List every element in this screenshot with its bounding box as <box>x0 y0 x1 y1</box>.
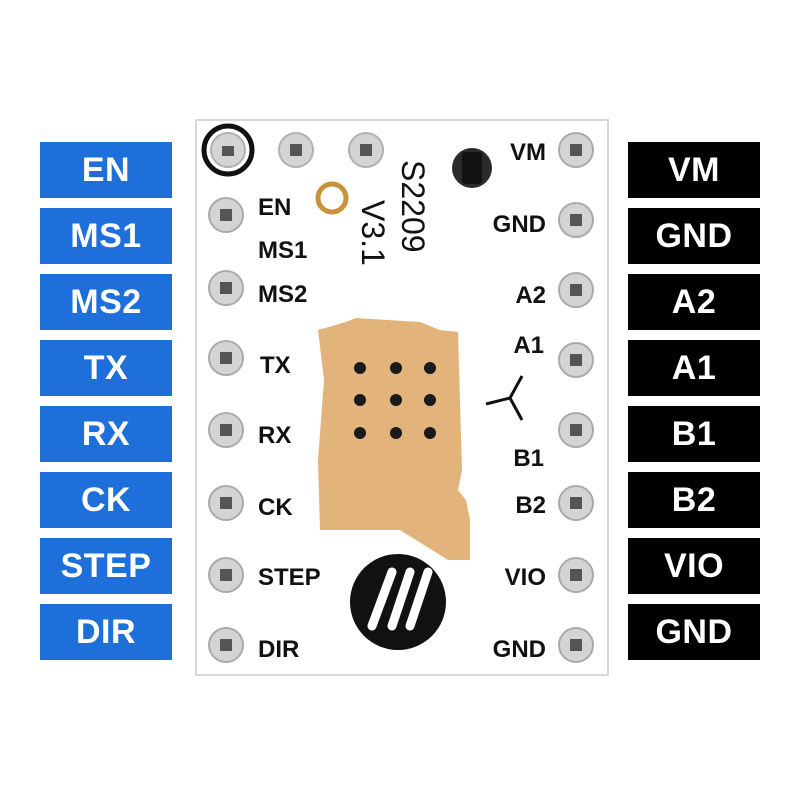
silk-left-tx: TX <box>260 352 291 379</box>
mount-via <box>315 181 349 215</box>
thermal-pad <box>318 318 470 560</box>
right-label-a1: A1 <box>628 340 760 396</box>
silk-right-a1: A1 <box>513 332 544 359</box>
silk-right-b1: B1 <box>513 445 544 472</box>
left-label-tx: TX <box>40 340 172 396</box>
silk-right-vm: VM <box>510 139 546 166</box>
left-label-ms2: MS2 <box>40 274 172 330</box>
right-label-gnd2: GND <box>628 604 760 660</box>
silk-right-b2: B2 <box>515 492 546 519</box>
silk-right-a2: A2 <box>515 282 546 309</box>
potentiometer <box>452 148 492 188</box>
left-label-ms1: MS1 <box>40 208 172 264</box>
silk-left-step: STEP <box>258 564 321 591</box>
silk-left-ck: CK <box>258 494 293 521</box>
silk-left-ms2: MS2 <box>258 281 307 308</box>
silk-left-en: EN <box>258 194 291 221</box>
brand-logo-icon <box>350 554 446 650</box>
left-label-dir: DIR <box>40 604 172 660</box>
top-pin-holes <box>201 123 384 177</box>
silk-left-dir: DIR <box>258 636 299 663</box>
silk-right-gnd2: GND <box>493 636 546 663</box>
right-label-vm: VM <box>628 142 760 198</box>
right-label-b1: B1 <box>628 406 760 462</box>
right-label-vio: VIO <box>628 538 760 594</box>
silk-left-rx: RX <box>258 422 291 449</box>
right-label-a2: A2 <box>628 274 760 330</box>
pad-vias <box>354 362 436 439</box>
coil-symbol <box>485 375 524 421</box>
silk-right-gnd: GND <box>493 211 546 238</box>
right-label-b2: B2 <box>628 472 760 528</box>
left-label-en: EN <box>40 142 172 198</box>
left-label-step: STEP <box>40 538 172 594</box>
left-label-rx: RX <box>40 406 172 462</box>
silk-right-vio: VIO <box>505 564 546 591</box>
silk-left-ms1: MS1 <box>258 237 307 264</box>
right-label-gnd: GND <box>628 208 760 264</box>
chip-version: V3.1 <box>355 200 391 266</box>
chip-name: S2209 <box>395 160 431 253</box>
left-label-ck: CK <box>40 472 172 528</box>
